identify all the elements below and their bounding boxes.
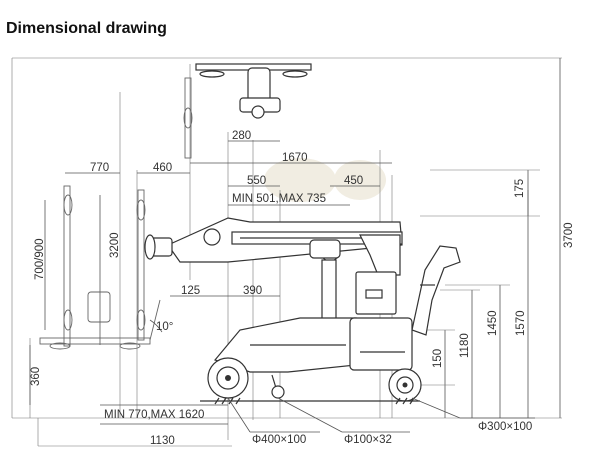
wheel-rear-label: Φ300×100	[478, 421, 532, 433]
left-vertical-dimensions	[29, 195, 101, 405]
dim-460: 460	[153, 162, 172, 174]
dim-550: 550	[247, 175, 266, 187]
mast	[321, 259, 397, 321]
dim-3700: 3700	[563, 222, 575, 248]
rear-wheel	[388, 368, 422, 402]
tilt-arc	[149, 319, 163, 333]
dim-min501-max735: MIN 501,MAX 735	[232, 193, 326, 205]
handle-bar	[411, 245, 461, 336]
dim-125: 125	[181, 285, 200, 297]
dim-1450: 1450	[487, 310, 499, 336]
dim-10-degree: 10°	[156, 321, 173, 333]
callout-leaders	[227, 397, 535, 433]
page-title: Dimensional drawing	[6, 20, 167, 37]
chassis	[213, 317, 413, 373]
dimension-labels: 280 1670 770 460 550 450 MIN 501,MAX 735…	[30, 130, 575, 447]
watermark	[264, 158, 386, 202]
dim-390: 390	[243, 285, 262, 297]
ground-marks	[200, 397, 420, 405]
dim-1570: 1570	[515, 310, 527, 336]
glass-plate-positions	[39, 77, 193, 350]
horizontal-dimensions	[65, 140, 392, 425]
boom-arm	[144, 217, 403, 276]
wheel-caster-label: Φ100×32	[344, 434, 392, 446]
dim-1180: 1180	[459, 333, 471, 358]
dim-700-900: 700/900	[34, 238, 46, 280]
dim-1670: 1670	[282, 152, 308, 164]
wheel-front-label: Φ400×100	[252, 434, 306, 446]
dim-3200: 3200	[109, 232, 121, 258]
dim-min770-max1620: MIN 770,MAX 1620	[104, 409, 204, 421]
dim-450: 450	[344, 175, 363, 187]
caster-wheel	[271, 374, 285, 399]
dim-1130: 1130	[150, 435, 175, 447]
dim-175: 175	[514, 179, 526, 198]
right-vertical-dimensions	[410, 58, 561, 418]
dim-150: 150	[432, 349, 444, 368]
dim-280: 280	[232, 130, 251, 142]
front-wheel	[207, 357, 249, 399]
dim-360: 360	[30, 367, 42, 386]
vacuum-lifter-raised	[195, 63, 312, 119]
dim-770: 770	[90, 162, 109, 174]
